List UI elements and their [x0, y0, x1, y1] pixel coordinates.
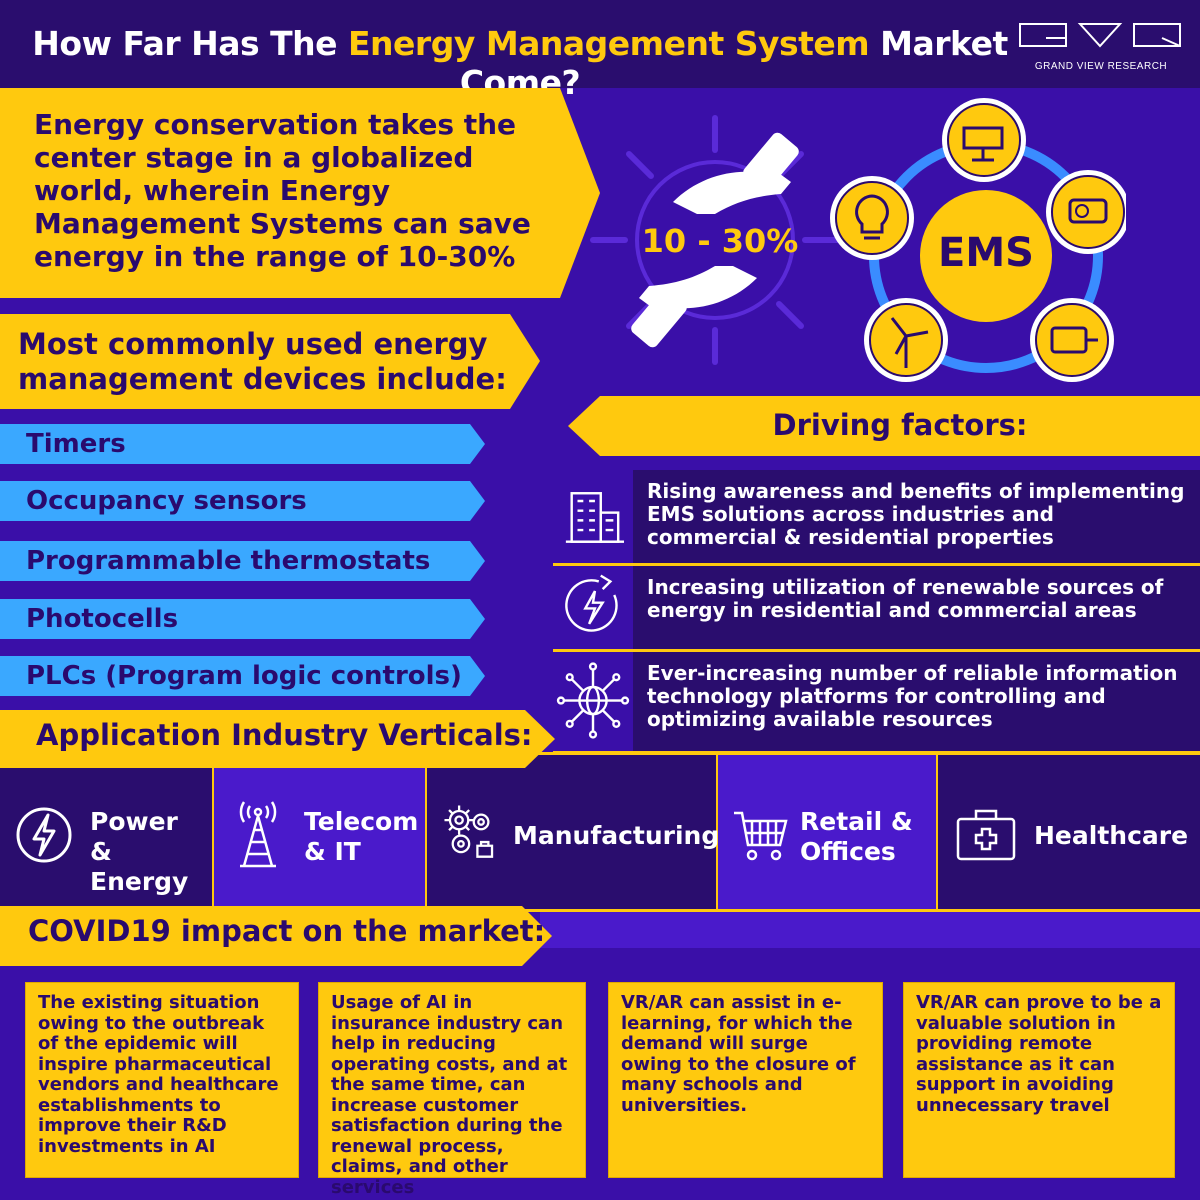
device-label: Occupancy sensors: [26, 486, 307, 516]
covid-card-text: VR/AR can prove to be a valuable solutio…: [916, 992, 1162, 1116]
vertical-power-energy: Power & Energy: [0, 755, 214, 909]
cart-icon: [734, 811, 788, 861]
driver-text: Ever-increasing number of reliable infor…: [647, 661, 1178, 731]
savings-range-label: 10 - 30%: [641, 222, 799, 260]
medical-kit-icon: [956, 809, 1016, 861]
vertical-retail-offices: Retail & Offices: [718, 755, 938, 909]
drivers-title: Driving factors:: [772, 408, 1028, 442]
solar-panel-node: [942, 98, 1026, 182]
grand-view-research-logo: [1019, 23, 1181, 48]
savings-hands-graphic: [590, 115, 840, 365]
verticals-banner: [0, 710, 555, 768]
verticals-title: Application Industry Verticals:: [36, 718, 533, 752]
covid-card: The existing situation owing to the outb…: [25, 982, 299, 1178]
lightning-icon: [16, 807, 72, 863]
gears-icon: [444, 805, 494, 858]
covid-title: COVID19 impact on the market:: [28, 914, 546, 948]
device-label: PLCs (Program logic controls): [26, 661, 462, 691]
ems-diagram: [830, 98, 1126, 382]
vertical-label: Healthcare: [1034, 821, 1189, 850]
driver-text-box: Ever-increasing number of reliable infor…: [633, 652, 1200, 751]
vertical-label: Retail & Offices: [800, 807, 913, 866]
intro-text: Energy conservation takes the center sta…: [34, 108, 531, 273]
vertical-manufacturing: Manufacturing: [427, 755, 720, 909]
driver-text: Increasing utilization of renewable sour…: [647, 575, 1164, 622]
covid-strip: [540, 912, 1200, 948]
vertical-label: Telecom & IT: [304, 807, 419, 866]
vertical-telecom-it: Telecom & IT: [214, 755, 427, 909]
covid-card: Usage of AI in insurance industry can he…: [318, 982, 586, 1197]
motor-node: [1030, 298, 1114, 382]
drivers-banner: [568, 396, 1200, 456]
title-highlight: Energy Management System: [348, 24, 870, 63]
device-label: Programmable thermostats: [26, 546, 431, 576]
driver-icon-box: [553, 470, 633, 563]
covid-banner: [0, 906, 552, 966]
generator-node: [1046, 170, 1126, 254]
driver-text: Rising awareness and benefits of impleme…: [647, 479, 1185, 549]
wind-turbine-node: [864, 298, 948, 382]
covid-card-text: The existing situation owing to the outb…: [38, 992, 279, 1157]
device-item: [0, 541, 485, 581]
title-part-1: How Far Has The: [32, 24, 348, 63]
tower-icon: [239, 801, 277, 868]
driver-row: Rising awareness and benefits of impleme…: [553, 470, 1200, 566]
building-icon: [565, 492, 624, 543]
logo-text: GRAND VIEW RESEARCH: [1034, 61, 1168, 72]
vertical-healthcare: Healthcare: [938, 755, 1200, 909]
vertical-label: Power & Energy: [90, 807, 189, 896]
driver-row: Increasing utilization of renewable sour…: [553, 566, 1200, 652]
device-item: [0, 424, 485, 464]
device-label: Timers: [26, 429, 126, 459]
driver-text-box: Increasing utilization of renewable sour…: [633, 566, 1200, 649]
covid-card: VR/AR can assist in e-learning, for whic…: [608, 982, 883, 1178]
driver-icon-box: [553, 566, 633, 649]
ems-label: EMS: [938, 230, 1034, 276]
devices-banner: [0, 314, 540, 409]
verticals-strip: Power & Energy Telecom & IT Manufacturin…: [0, 752, 1200, 912]
device-item: [0, 599, 485, 639]
network-globe-icon: [556, 662, 630, 739]
driver-icon-box: [553, 652, 633, 751]
renewable-energy-icon: [565, 574, 618, 632]
vertical-label: Manufacturing: [513, 821, 720, 850]
covid-card-text: Usage of AI in insurance industry can he…: [331, 992, 568, 1198]
driver-row: Ever-increasing number of reliable infor…: [553, 652, 1200, 754]
bulb-node: [830, 176, 914, 260]
covid-card-text: VR/AR can assist in e-learning, for whic…: [621, 992, 856, 1116]
covid-card: VR/AR can prove to be a valuable solutio…: [903, 982, 1175, 1178]
intro-banner: [0, 88, 600, 298]
driver-text-box: Rising awareness and benefits of impleme…: [633, 470, 1200, 563]
devices-title: Most commonly used energy management dev…: [18, 327, 507, 396]
device-item: [0, 656, 485, 696]
header-bar: [0, 0, 1200, 88]
device-item: [0, 481, 485, 521]
device-label: Photocells: [26, 604, 179, 634]
